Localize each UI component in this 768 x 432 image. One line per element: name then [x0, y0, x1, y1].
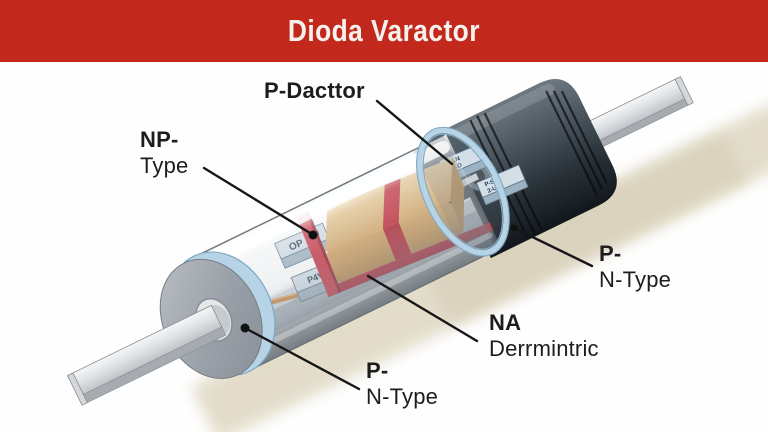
label-pn-right-bold: P- [599, 241, 622, 266]
dot-left [308, 230, 318, 240]
label-p-dacttor-text: P-Dacttor [264, 78, 365, 103]
leader-dots [240, 224, 518, 333]
leader-bottom-center [366, 274, 479, 343]
chip-right-bottom-text-1: P-S [484, 179, 496, 188]
leader-right [512, 226, 594, 268]
label-na-bold: NA [489, 310, 522, 335]
page-title: Dioda Varactor [288, 13, 480, 48]
chip-right-bottom-text-2: 2-U [487, 186, 498, 195]
glass-junction-ring [416, 126, 510, 257]
leader-lines [202, 99, 594, 391]
title-banner: Dioda Varactor [0, 0, 768, 62]
leader-left [202, 166, 312, 235]
ground-shadow [190, 101, 768, 432]
label-np-type-regular: Type [140, 153, 189, 178]
label-np-type-bold: NP- [140, 127, 179, 152]
leader-top [375, 99, 454, 166]
right-lead [580, 76, 694, 152]
label-pn-type-bottom: P- N-Type [366, 358, 438, 410]
label-na-regular: Derrmintric [489, 336, 599, 361]
dot-bottom-left [240, 323, 250, 333]
label-pn-bottom-bold: P- [366, 358, 389, 383]
dot-right [510, 224, 518, 232]
label-pn-bottom-regular: N-Type [366, 384, 439, 409]
left-lead [66, 304, 227, 406]
leader-bottom-left [243, 326, 361, 391]
label-pn-type-right: P- N-Type [599, 241, 671, 293]
label-na-derrmintric: NA Derrmintric [489, 310, 599, 362]
label-pn-right-regular: N-Type [599, 267, 672, 292]
glass-top-highlight [190, 140, 450, 274]
label-p-dacttor: P-Dacttor [264, 78, 365, 104]
glass-bottom-reflection [235, 232, 493, 362]
label-np-type: NP- Type [140, 127, 189, 179]
cap-highlight [440, 83, 555, 146]
shadow-band-dark [427, 133, 747, 325]
